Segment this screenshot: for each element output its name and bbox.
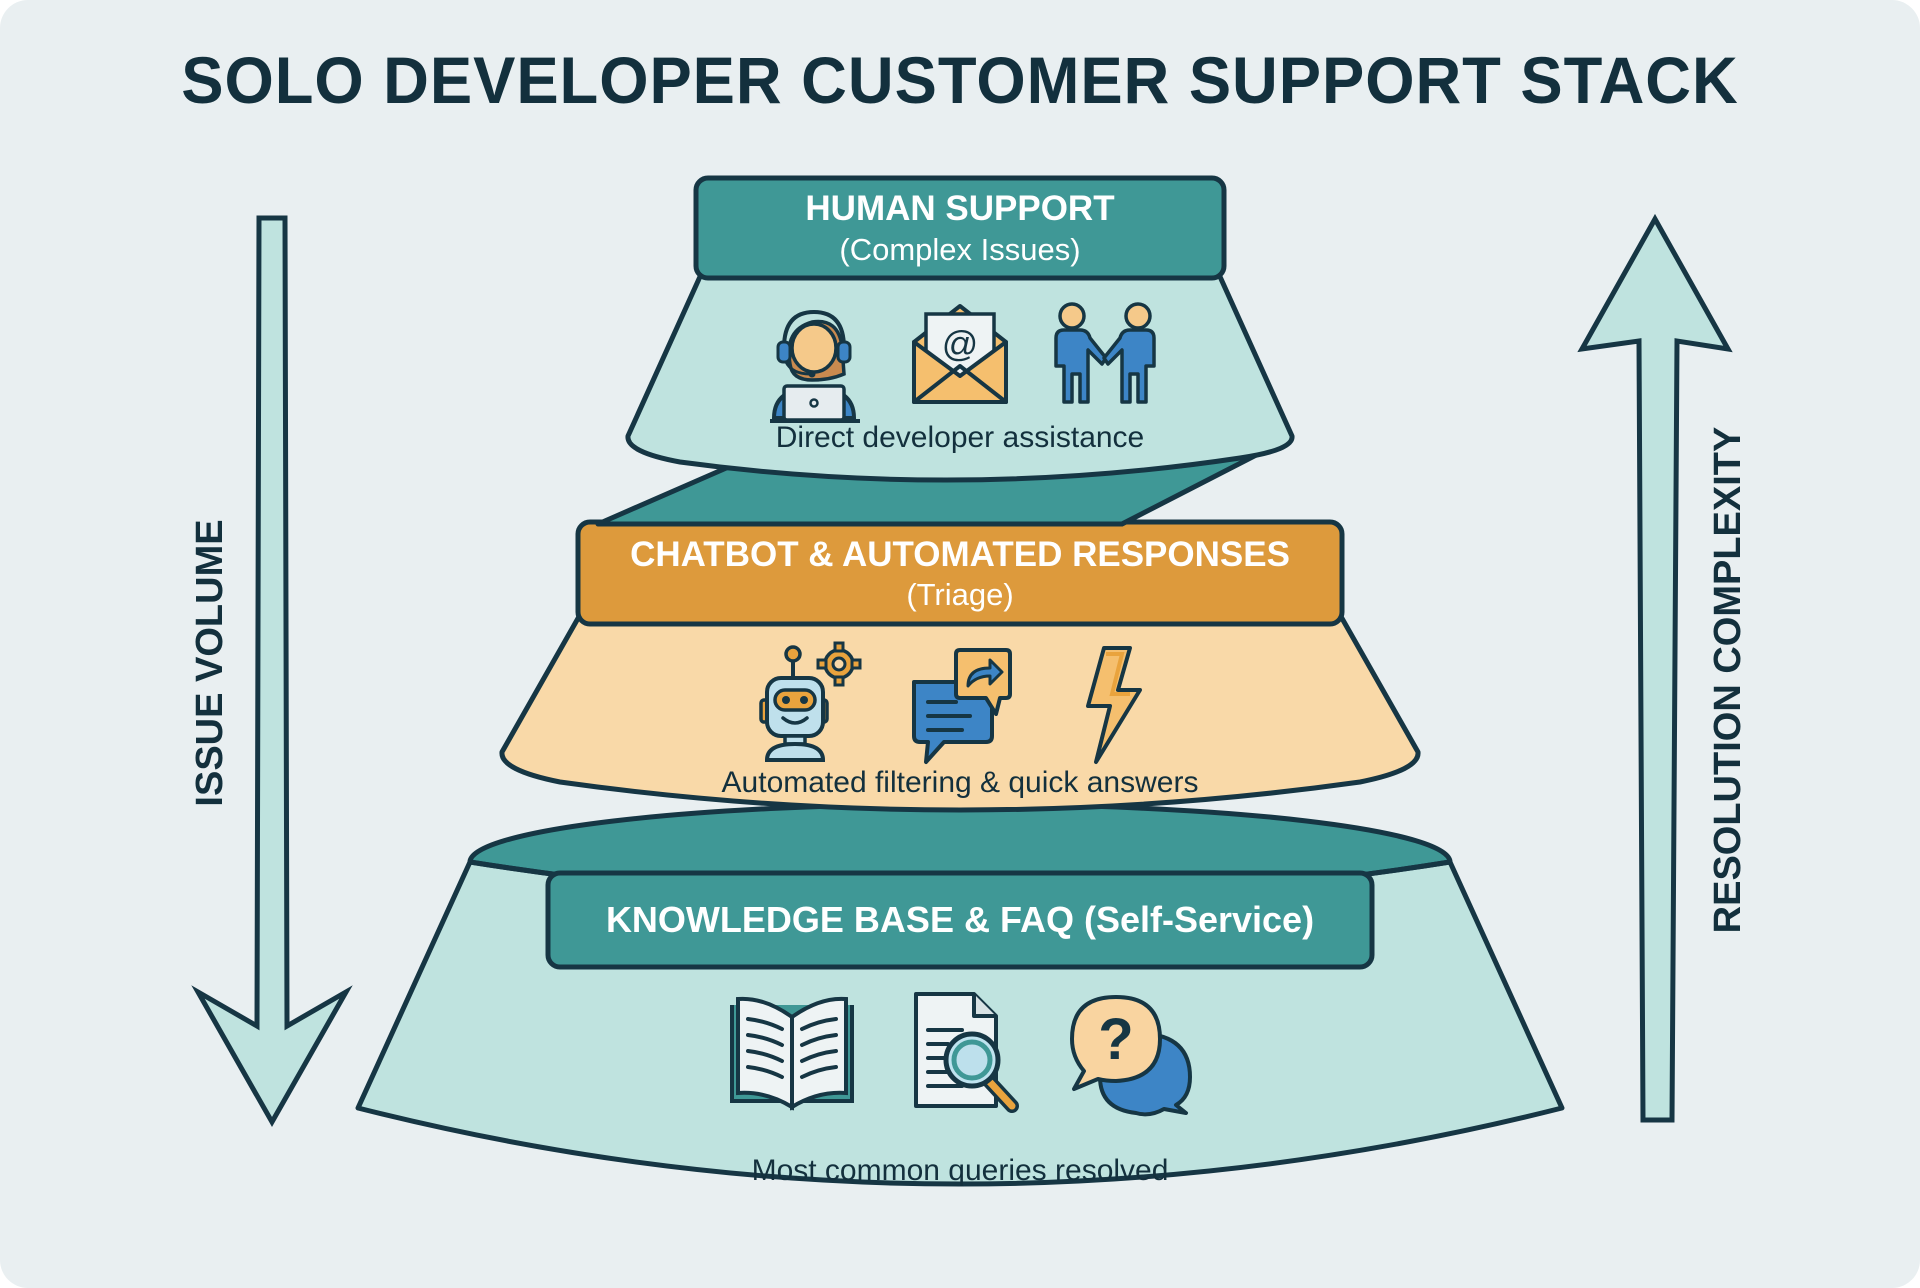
svg-text:@: @ bbox=[942, 323, 979, 364]
svg-text:?: ? bbox=[1098, 1007, 1133, 1072]
tier-human-support: HUMAN SUPPORT (Complex Issues) Direct de… bbox=[625, 175, 1295, 483]
chat-reply-icon bbox=[912, 648, 1012, 764]
robot-gear-icon bbox=[759, 641, 862, 762]
document-search-icon bbox=[914, 992, 1019, 1113]
question-chat-icon: ? bbox=[1070, 995, 1192, 1117]
chatbot-heading: CHATBOT & AUTOMATED RESPONSES bbox=[630, 535, 1290, 574]
issue-volume-arrow bbox=[191, 215, 353, 1128]
human-support-heading: HUMAN SUPPORT bbox=[805, 189, 1114, 228]
tier-knowledge-base: KNOWLEDGE BASE & FAQ (Self-Service) Most… bbox=[355, 801, 1565, 1187]
resolution-complexity-label: RESOLUTION COMPLEXITY bbox=[1707, 427, 1749, 934]
chatbot-description: Automated filtering & quick answers bbox=[722, 766, 1199, 799]
knowledge-base-description: Most common queries resolved bbox=[752, 1154, 1169, 1187]
support-agent-headset-icon bbox=[770, 309, 860, 423]
lightning-bolt-icon bbox=[1086, 646, 1142, 764]
chatbot-subheading: (Triage) bbox=[906, 577, 1013, 612]
open-book-icon bbox=[730, 996, 854, 1111]
diagram-title: SOLO DEVELOPER CUSTOMER SUPPORT STACK bbox=[181, 43, 1739, 117]
tier-chatbot: CHATBOT & AUTOMATED RESPONSES (Triage) A… bbox=[499, 519, 1421, 813]
human-support-heading-box bbox=[693, 175, 1227, 281]
email-envelope-icon: @ bbox=[912, 304, 1008, 404]
issue-volume-label: ISSUE VOLUME bbox=[189, 519, 231, 806]
handshake-icon bbox=[1054, 302, 1156, 404]
human-support-description: Direct developer assistance bbox=[776, 421, 1145, 454]
resolution-complexity-arrow bbox=[1577, 213, 1733, 1123]
human-support-subheading: (Complex Issues) bbox=[839, 232, 1080, 267]
knowledge-base-heading: KNOWLEDGE BASE & FAQ (Self-Service) bbox=[606, 899, 1314, 940]
knowledge-base-heading-box bbox=[545, 870, 1375, 970]
